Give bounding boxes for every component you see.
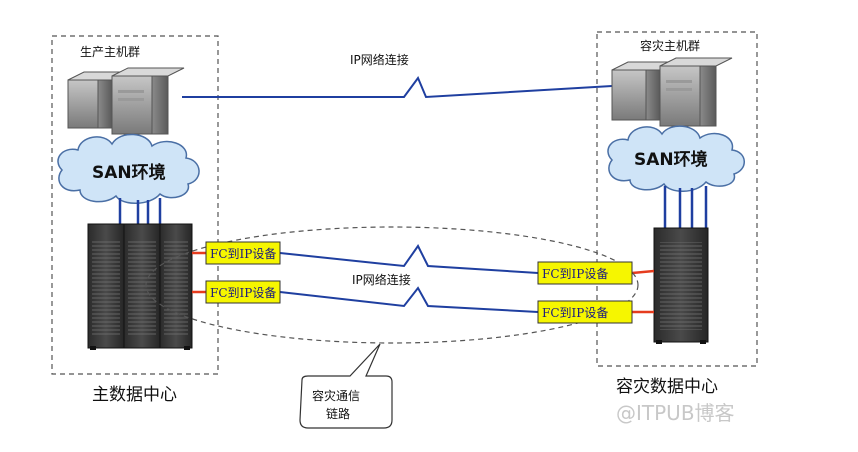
watermark: @ITPUB博客 <box>616 401 735 425</box>
fc-device-3-label: FC到IP设备 <box>542 267 608 281</box>
fc-device-4-label: FC到IP设备 <box>542 306 608 320</box>
san-left-label: SAN环境 <box>92 162 166 183</box>
san-cloud-left <box>57 133 200 204</box>
dr-host-cluster <box>611 57 733 127</box>
san-links-left <box>118 198 162 224</box>
production-group-label: 生产主机群 <box>80 45 140 59</box>
fc-device-2: FC到IP设备 <box>205 280 281 304</box>
callout-line1: 容灾通信 <box>312 388 360 403</box>
main-center-label: 主数据中心 <box>92 385 177 405</box>
dr-link-ellipse <box>145 226 639 344</box>
ip-link-top-label: IP网络连接 <box>350 52 409 67</box>
san-links-right <box>663 186 708 228</box>
ip-link-top <box>182 75 613 99</box>
fc-device-2-label: FC到IP设备 <box>210 286 276 300</box>
dr-storage-array <box>653 227 709 344</box>
production-host-cluster <box>67 67 185 135</box>
dr-site-boundary <box>596 31 758 367</box>
fc-device-3: FC到IP设备 <box>537 261 633 285</box>
production-storage-array <box>87 223 193 350</box>
dr-center-label: 容灾数据中心 <box>616 377 718 397</box>
fc-device-1: FC到IP设备 <box>205 241 281 265</box>
production-site-boundary <box>51 35 219 375</box>
fc-device-1-label: FC到IP设备 <box>210 247 276 261</box>
fc-device-4: FC到IP设备 <box>537 300 633 324</box>
callout-line2: 链路 <box>326 406 350 421</box>
callout-bubble <box>299 343 393 429</box>
san-right-label: SAN环境 <box>634 149 708 170</box>
ip-link-mid-label: IP网络连接 <box>352 272 411 287</box>
ip-link-mid-1 <box>279 244 539 274</box>
fc-connections <box>192 251 655 314</box>
san-cloud-right <box>607 125 745 192</box>
ip-link-mid-2 <box>279 286 539 313</box>
dr-group-label: 容灾主机群 <box>640 38 700 53</box>
